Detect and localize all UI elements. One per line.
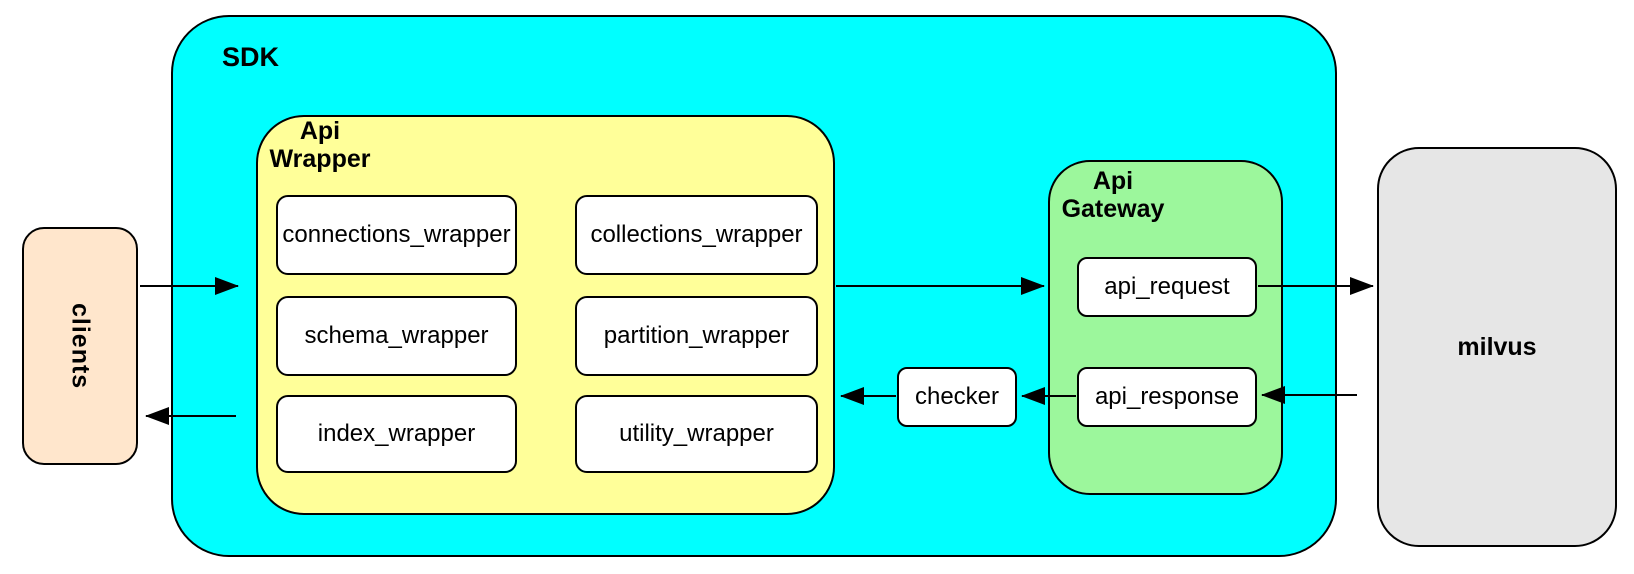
node-index-wrapper-label: index_wrapper bbox=[317, 420, 476, 447]
node-api-response-label: api_response bbox=[1094, 383, 1240, 410]
node-collections-wrapper-label: collections_wrapper bbox=[590, 221, 803, 248]
node-index-wrapper: index_wrapper bbox=[276, 395, 517, 473]
api-gateway-label: Api Gateway bbox=[1061, 167, 1165, 223]
node-api-request: api_request bbox=[1077, 257, 1257, 317]
node-schema-wrapper: schema_wrapper bbox=[276, 296, 517, 376]
node-partition-wrapper-label: partition_wrapper bbox=[603, 322, 790, 349]
api-wrapper-label: Api Wrapper bbox=[269, 117, 371, 173]
node-connections-wrapper: connections_wrapper bbox=[276, 195, 517, 275]
node-api-request-label: api_request bbox=[1104, 273, 1230, 300]
node-milvus-label: milvus bbox=[1457, 332, 1537, 361]
node-clients-label: clients bbox=[66, 302, 95, 390]
node-utility-wrapper-label: utility_wrapper bbox=[619, 420, 774, 447]
node-utility-wrapper: utility_wrapper bbox=[575, 395, 818, 473]
node-milvus: milvus bbox=[1377, 147, 1617, 547]
node-clients: clients bbox=[22, 227, 138, 465]
node-checker-label: checker bbox=[914, 383, 1000, 410]
node-collections-wrapper: collections_wrapper bbox=[575, 195, 818, 275]
api-gateway-container bbox=[1048, 160, 1283, 495]
node-schema-wrapper-label: schema_wrapper bbox=[304, 322, 489, 349]
node-checker: checker bbox=[897, 367, 1017, 427]
node-connections-wrapper-label: connections_wrapper bbox=[282, 221, 511, 248]
node-partition-wrapper: partition_wrapper bbox=[575, 296, 818, 376]
sdk-label: SDK bbox=[222, 42, 280, 72]
node-api-response: api_response bbox=[1077, 367, 1257, 427]
